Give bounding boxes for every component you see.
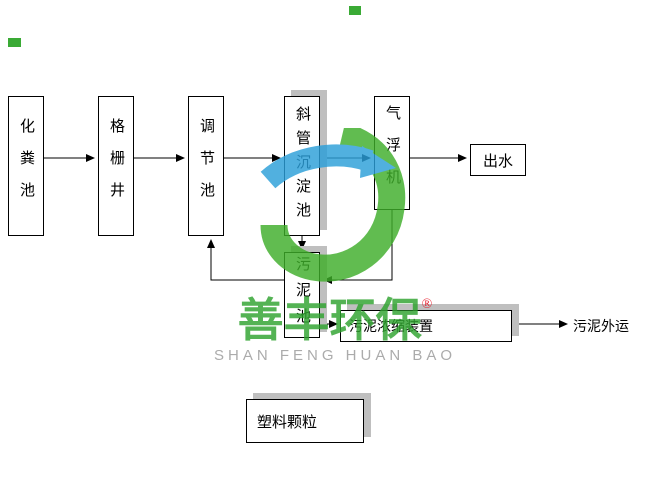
label-sludge-transport-out: 污泥外运: [573, 320, 629, 335]
node-air-flotation-machine: 气浮机: [374, 96, 410, 210]
node-label: 塑料颗粒: [257, 414, 318, 431]
node-label: 出水: [482, 153, 513, 170]
green-accent-mark: [349, 6, 361, 15]
node-label: 污泥池: [294, 256, 310, 334]
node-regulating-tank: 调节池: [188, 96, 224, 236]
node-label: 污泥浓缩装置: [349, 320, 433, 335]
node-grid-well: 格栅井: [98, 96, 134, 236]
node-label: 格栅井: [108, 118, 124, 214]
node-plastic-granules: 塑料颗粒: [246, 399, 364, 443]
arrow-qifu-to-wuni: [323, 210, 393, 284]
node-septic-tank: 化粪池: [8, 96, 44, 236]
node-label: 化粪池: [18, 118, 34, 214]
arrow-wuni-to-tiaojie: [207, 239, 284, 281]
node-label: 调节池: [198, 118, 214, 214]
node-label: 气浮机: [384, 105, 400, 201]
node-inclined-tube-sedimentation-tank: 斜管沉淀池: [284, 96, 320, 236]
node-label: 斜管沉淀池: [294, 106, 310, 226]
node-sludge-tank: 污泥池: [284, 252, 320, 338]
green-accent-mark: [8, 38, 21, 47]
node-effluent: 出水: [470, 144, 526, 176]
node-sludge-thickening-device: 污泥浓缩装置: [340, 310, 512, 342]
